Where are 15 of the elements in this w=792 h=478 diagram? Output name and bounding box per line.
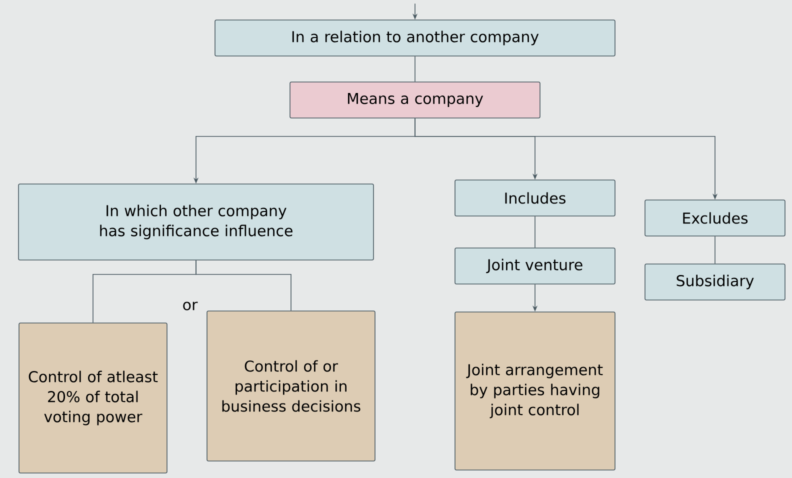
detail-box: Joint arrangement by parties having joint control [454,312,616,470]
connector [714,236,716,264]
item-box: Joint venture [454,248,616,284]
detail-box: Control of atleast 20% of total voting power [18,322,168,474]
connector [196,260,292,311]
heading-box: In a relation to another company [214,20,616,56]
item-box: Subsidiary [644,264,786,300]
choice-label: or [181,300,199,312]
category-box: Includes [454,180,616,216]
category-box: In which other company has significance influence [18,184,374,260]
category-box: Excludes [644,200,786,236]
connector [414,56,416,82]
detail-box: Control of or participation in business decisions [206,310,376,462]
connector [534,216,536,248]
heading-box: Means a company [290,82,540,118]
